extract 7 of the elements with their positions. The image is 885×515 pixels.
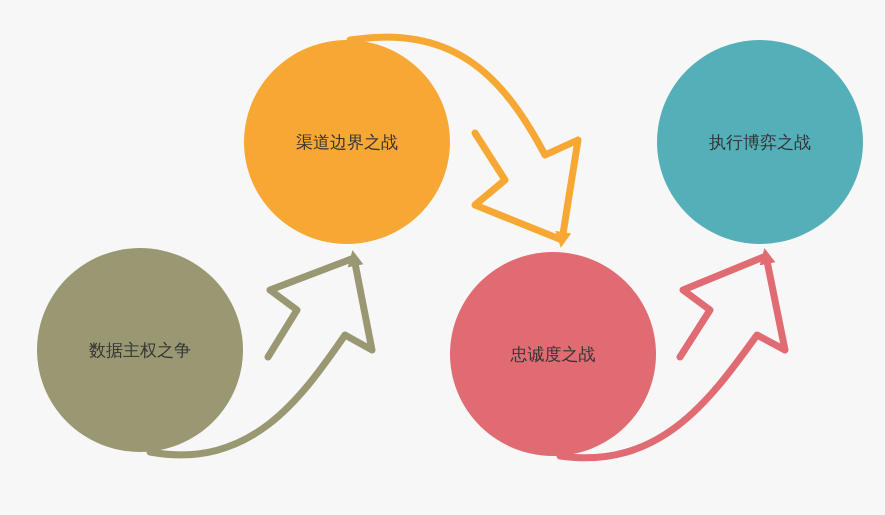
circle-label: 执行博弈之战 (709, 132, 811, 154)
curved-arrow (346, 34, 582, 248)
circle-label: 渠道边界之战 (296, 132, 398, 154)
circle-label: 忠诚度之战 (510, 344, 596, 366)
curved-arrow (556, 248, 788, 462)
circle-label: 数据主权之争 (89, 340, 191, 362)
curved-arrow (146, 250, 376, 458)
